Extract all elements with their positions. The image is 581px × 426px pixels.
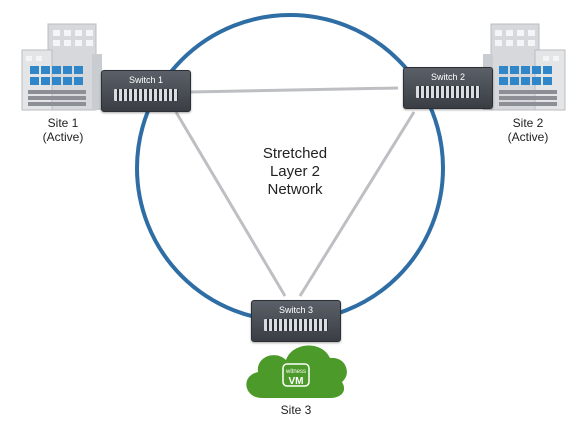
site-2-label: Site 2 (Active) <box>482 116 574 144</box>
network-label: Stretched Layer 2 Network <box>232 145 358 199</box>
switch-2: Switch 2 <box>403 67 493 109</box>
site3-cloud-icon: witness VM <box>246 345 347 398</box>
site-2-status: (Active) <box>507 130 549 144</box>
network-label-line2: Layer 2 <box>269 163 321 180</box>
site-2-name: Site 2 <box>512 116 544 130</box>
network-label-line3: Network <box>267 181 323 198</box>
site-1-name: Site 1 <box>47 116 79 130</box>
link-switch2-switch3 <box>298 111 416 297</box>
switch-2-ports-icon <box>416 86 480 98</box>
link-switch1-switch2 <box>189 86 399 94</box>
switch-3-label: Switch 3 <box>278 305 313 315</box>
site-1-status: (Active) <box>42 130 84 144</box>
switch-1-label: Switch 1 <box>128 75 163 85</box>
switch-1: Switch 1 <box>101 70 191 112</box>
vm-text: VM <box>289 376 304 387</box>
site1-building-icon <box>21 23 102 111</box>
site-3-label: Site 3 <box>256 403 336 417</box>
site2-building-icon <box>483 23 566 111</box>
link-switch1-switch3 <box>174 111 287 297</box>
switch-3-ports-icon <box>264 319 328 331</box>
switch-2-label: Switch 2 <box>430 72 465 82</box>
witness-text: witness <box>285 369 306 375</box>
witness-vm-icon <box>282 363 310 387</box>
site-3-name: Site 3 <box>280 403 312 417</box>
network-label-line1: Stretched <box>262 145 328 162</box>
switch-1-ports-icon <box>114 89 178 101</box>
site-1-label: Site 1 (Active) <box>18 116 108 144</box>
switch-3: Switch 3 <box>251 300 341 342</box>
